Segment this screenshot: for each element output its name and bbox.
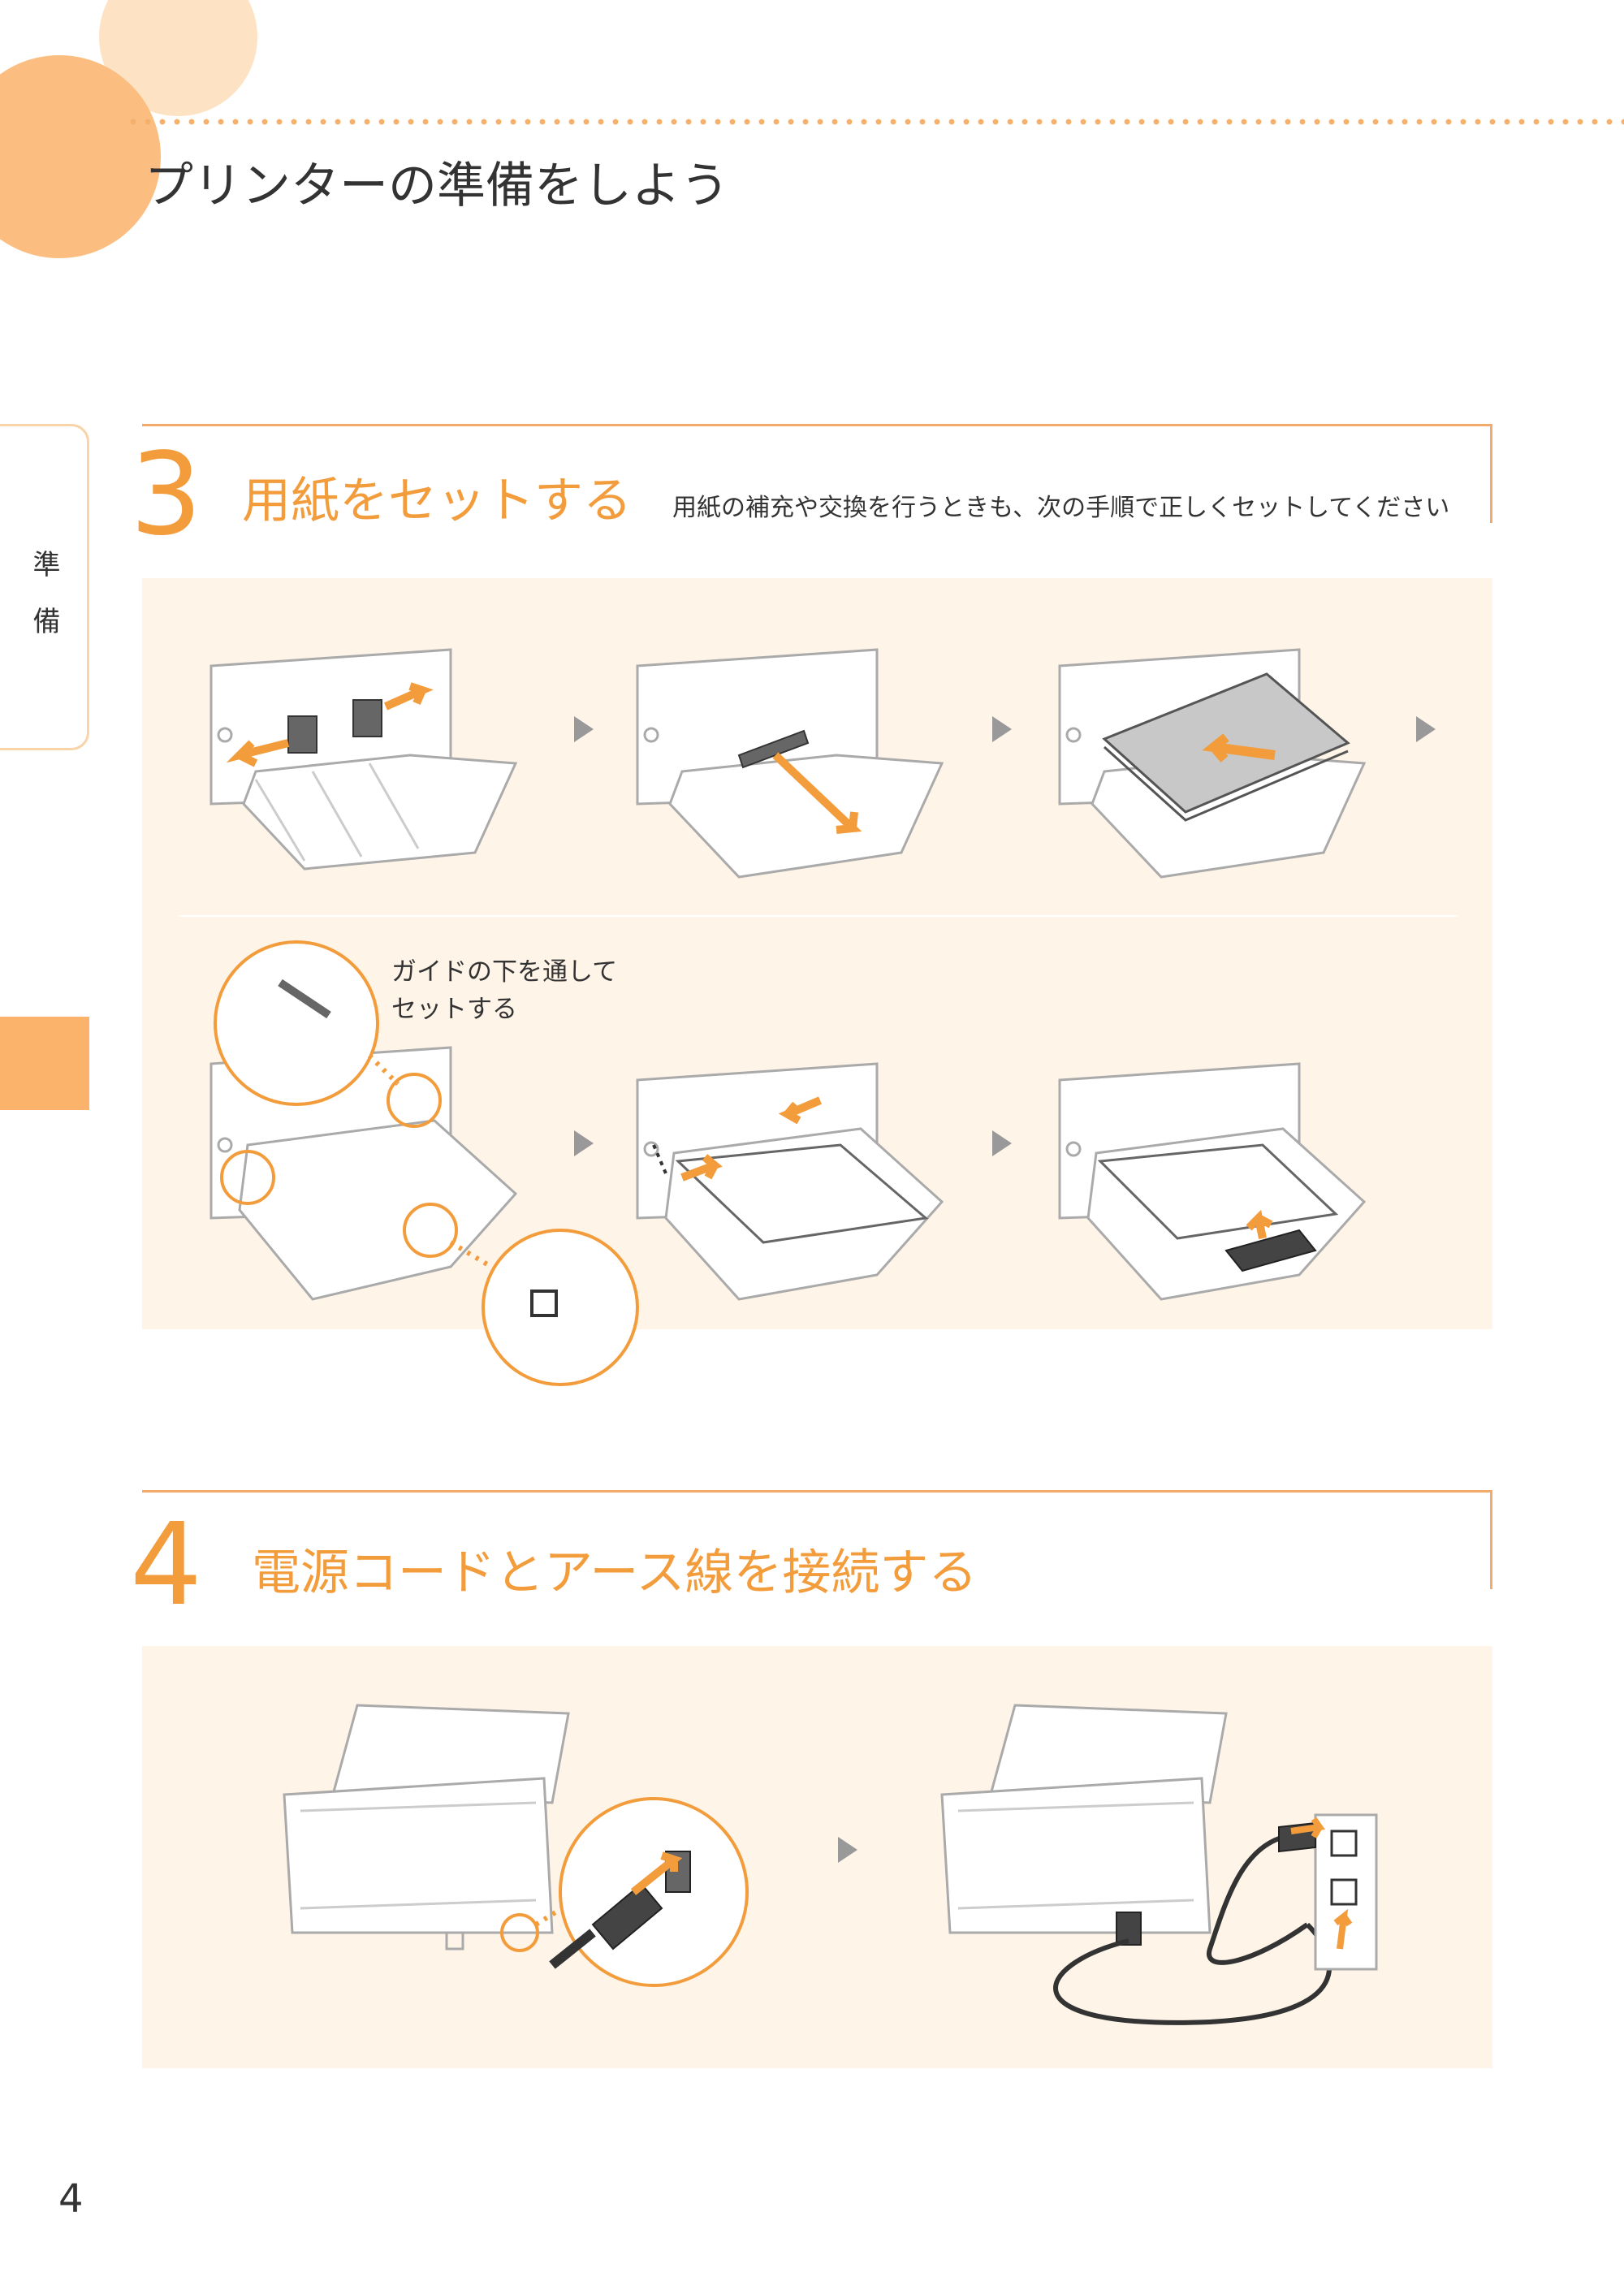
step4-number: 4 bbox=[130, 1499, 203, 1631]
side-guide-adjust-illustration bbox=[636, 1062, 944, 1301]
side-tab bbox=[0, 424, 89, 750]
step3-title: 用紙をセットする bbox=[242, 473, 632, 529]
callout-line: セットする bbox=[391, 995, 517, 1024]
step3-panel-divider bbox=[179, 915, 1458, 917]
step4-header-rule-side bbox=[1490, 1490, 1492, 1589]
step4-title: 電源コードとアース線を接続する bbox=[252, 1544, 978, 1601]
power-cord-connect-illustration bbox=[283, 1704, 749, 1987]
step3-note: 用紙の補充や交換を行うときも、次の手順で正しくセットしてください bbox=[672, 494, 1450, 522]
side-tab-char: 準 bbox=[32, 549, 61, 581]
page-number: 4 bbox=[58, 2176, 84, 2222]
step3-number: 3 bbox=[130, 429, 203, 561]
paper-tray-extend-illustration bbox=[636, 648, 944, 879]
side-section-marker bbox=[0, 1017, 89, 1110]
rear-guide-adjust-illustration bbox=[1058, 1062, 1367, 1301]
next-step-arrow-icon bbox=[992, 1130, 1012, 1156]
side-tab-char: 備 bbox=[32, 606, 61, 638]
page-title: プリンターの準備をしよう bbox=[145, 158, 729, 214]
paper-guide-slide-illustration bbox=[209, 648, 518, 871]
next-step-arrow-icon bbox=[1416, 716, 1436, 742]
step4-header-rule bbox=[142, 1490, 1492, 1493]
next-step-arrow-icon bbox=[838, 1837, 857, 1863]
next-step-arrow-icon bbox=[574, 1130, 594, 1156]
outlet-connect-illustration bbox=[940, 1704, 1378, 2025]
step3-header-rule bbox=[142, 424, 1492, 426]
guide-zoom-illustration bbox=[209, 940, 639, 1386]
next-step-arrow-icon bbox=[992, 716, 1012, 742]
header-dotted-line bbox=[126, 118, 1624, 126]
callout-line: ガイドの下を通して bbox=[391, 957, 618, 987]
guide-callout-text: ガイドの下を通して セットする bbox=[391, 953, 617, 1028]
next-step-arrow-icon bbox=[574, 716, 594, 742]
header-circle-dark bbox=[0, 55, 161, 258]
paper-insert-illustration bbox=[1058, 648, 1367, 879]
step3-header-rule-side bbox=[1490, 424, 1492, 523]
